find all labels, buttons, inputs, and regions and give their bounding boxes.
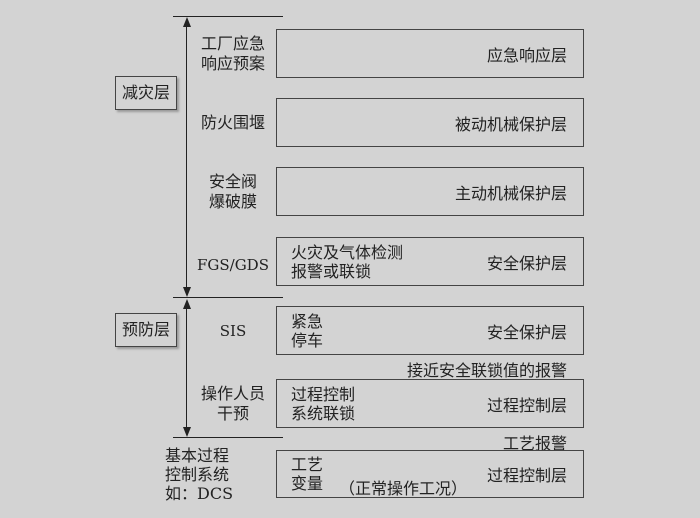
layer-box-bpcs: 工艺 变量 （正常操作工况） 过程控制层: [276, 450, 584, 498]
side-label: SIS: [219, 322, 247, 340]
side-label: 防火围堰: [200, 113, 265, 132]
top-divider: [173, 16, 283, 17]
layer-name: 主动机械保护层: [454, 183, 567, 203]
mitigation-label: 减灾层: [115, 76, 177, 110]
layer-name: 安全保护层: [486, 253, 567, 273]
layer-box-operator: 过程控制 系统联锁 过程控制层: [276, 379, 584, 428]
layer-name: 安全保护层: [486, 322, 567, 342]
inner-label: 火灾及气体检测 报警或联锁: [291, 242, 404, 281]
layer-name: 过程控制层: [486, 466, 567, 485]
layer-name: 应急响应层: [486, 45, 567, 65]
layer-name: 过程控制层: [486, 395, 567, 415]
normal-operation-label: （正常操作工况）: [339, 479, 468, 498]
side-label: FGS/GDS: [196, 256, 269, 274]
arrow-down-icon: [183, 287, 191, 297]
arrow-up-icon: [183, 299, 191, 309]
inner-label: 过程控制 系统联锁: [291, 384, 356, 423]
near-trip-alarm-note: 接近安全联锁值的报警: [406, 361, 567, 380]
layer-box-fgs: 火灾及气体检测 报警或联锁 安全保护层: [276, 237, 584, 286]
side-label: 安全阀 爆破膜: [208, 172, 257, 211]
side-label: 操作人员 干预: [200, 384, 265, 423]
mitigation-arrow-line: [186, 20, 187, 294]
layer-box-active-protection: 主动机械保护层: [276, 167, 584, 216]
side-label: 基本过程 控制系统 如：DCS: [165, 446, 234, 503]
layer-box-emergency-response: 应急响应层: [276, 29, 584, 78]
side-label: 工厂应急 响应预案: [200, 34, 265, 73]
prevention-label: 预防层: [115, 313, 177, 347]
arrow-up-icon: [183, 17, 191, 27]
layer-box-sis: 紧急 停车 安全保护层: [276, 306, 584, 355]
middle-divider: [173, 297, 283, 298]
inner-label: 紧急 停车: [291, 311, 324, 350]
layer-box-passive-protection: 被动机械保护层: [276, 98, 584, 147]
arrow-down-icon: [183, 427, 191, 437]
inner-label: 工艺 变量: [291, 455, 324, 493]
bottom-divider: [173, 437, 283, 438]
prevention-arrow-line: [186, 302, 187, 434]
layer-name: 被动机械保护层: [454, 114, 567, 134]
process-alarm-note: 工艺报警: [502, 434, 567, 453]
